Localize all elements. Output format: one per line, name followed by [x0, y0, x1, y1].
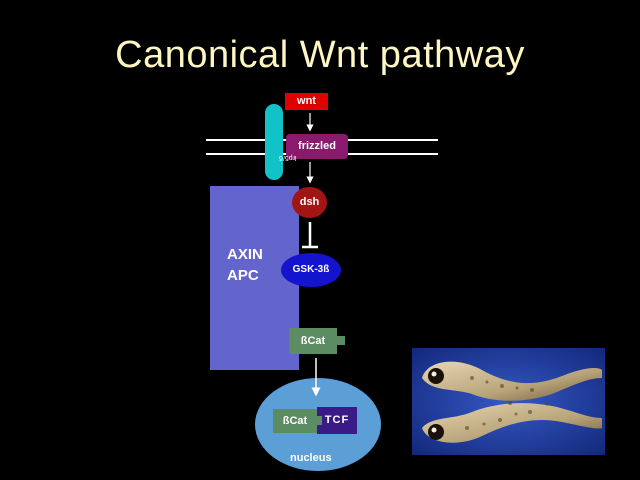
bcat-tab: [337, 336, 345, 345]
nucleus-label: nucleus: [290, 452, 332, 464]
axin-apc-label: AXIN APC: [227, 244, 263, 286]
axin-label: AXIN: [227, 246, 263, 263]
beta-catenin-cytoplasm: ßCat: [289, 328, 337, 354]
bcat-nucleus-tab: [313, 416, 322, 425]
embryo-illustration: [412, 348, 605, 455]
dsh-node: dsh: [292, 187, 327, 218]
frizzled-receptor: frizzled: [286, 134, 348, 159]
beta-catenin-nucleus: ßCat: [273, 409, 317, 433]
embryo-photo: [412, 348, 605, 455]
gsk3b-node: GSK-3ß: [281, 253, 341, 287]
wnt-ligand: wnt: [285, 93, 328, 110]
slide-title: Canonical Wnt pathway: [115, 34, 525, 76]
apc-label: APC: [227, 267, 259, 284]
tcf-node: TCF: [317, 407, 357, 434]
lrp-coreceptor: [265, 104, 283, 180]
